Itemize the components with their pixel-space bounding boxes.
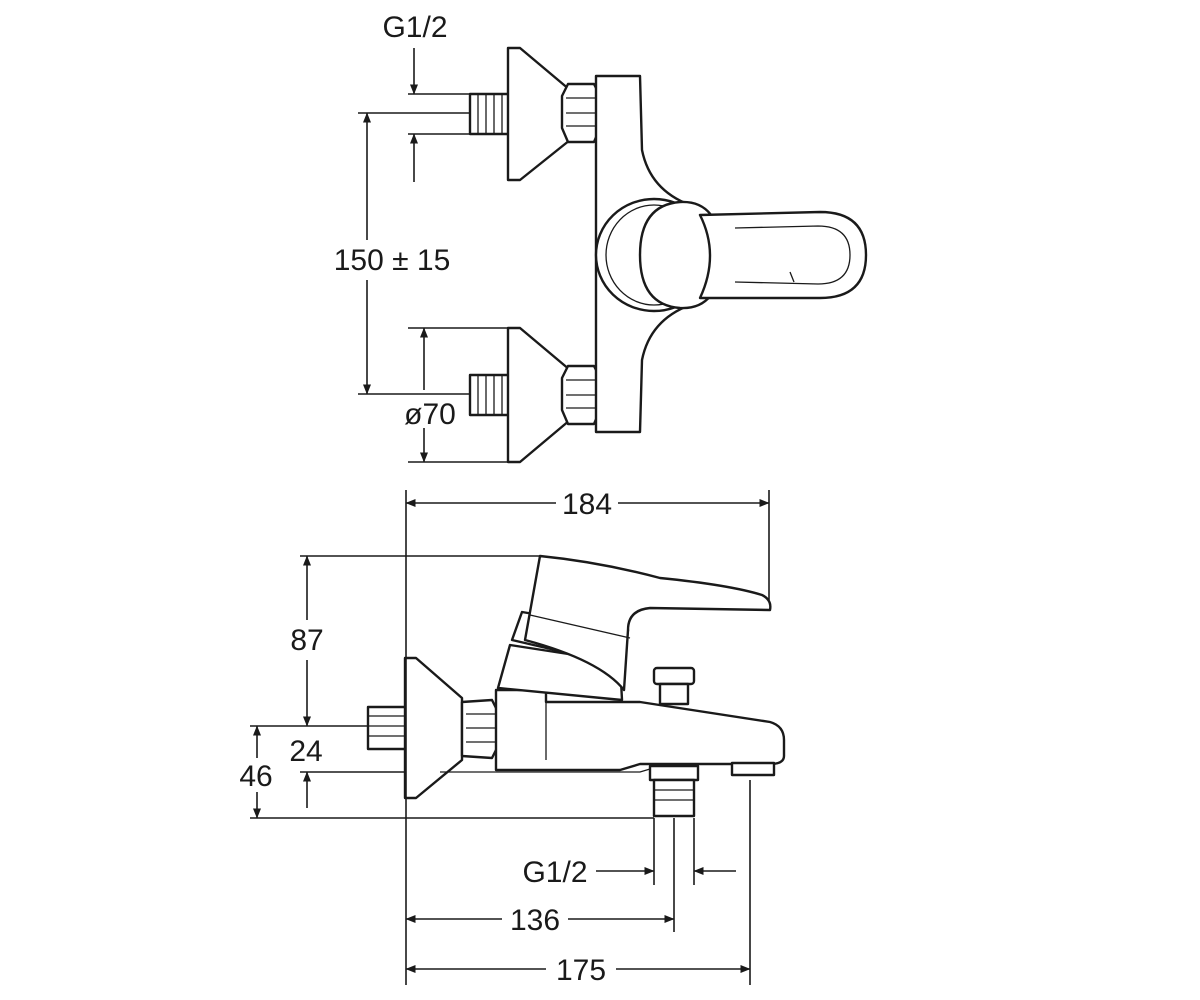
outlet-thread-dimension: G1/2 (522, 818, 736, 889)
mixer-body-side (494, 688, 786, 772)
side-inlet (366, 656, 500, 800)
side-view: 184 87 24 46 G1/2 (239, 488, 786, 987)
outlet-connector (648, 761, 776, 818)
lever-handle-side (523, 554, 772, 692)
height-dimension: 87 (250, 555, 540, 727)
thread-dimension-top: G1/2 (382, 11, 470, 182)
diverter-knob (652, 666, 696, 706)
lower-inlet (468, 326, 602, 464)
outlet-distance-label: 136 (510, 904, 560, 937)
spout-offset-dimension: 24 (289, 735, 405, 808)
height-label: 87 (290, 624, 323, 657)
center-distance-dimension: 150 ± 15 (334, 112, 470, 395)
inlet-height-label: 46 (239, 760, 272, 793)
thread-label-top: G1/2 (382, 11, 447, 44)
total-length-dimension: 184 (405, 488, 770, 985)
flange-diameter-label: ø70 (404, 398, 456, 431)
top-view: G1/2 150 ± 15 ø70 (334, 11, 868, 464)
outlet-thread-label: G1/2 (522, 856, 587, 889)
flange-diameter-dimension: ø70 (404, 327, 508, 463)
spout-offset-label: 24 (289, 735, 322, 768)
cartridge-top (594, 197, 724, 313)
outlet-distance-dimension: 136 (405, 818, 675, 937)
spout-length-label: 175 (556, 954, 606, 987)
inlet-height-dimension: 46 (239, 725, 654, 819)
spout-length-dimension: 175 (405, 780, 751, 987)
total-length-label: 184 (562, 488, 612, 521)
lever-handle-top (698, 210, 868, 300)
upper-inlet (468, 46, 602, 182)
center-distance-label: 150 ± 15 (334, 244, 451, 277)
